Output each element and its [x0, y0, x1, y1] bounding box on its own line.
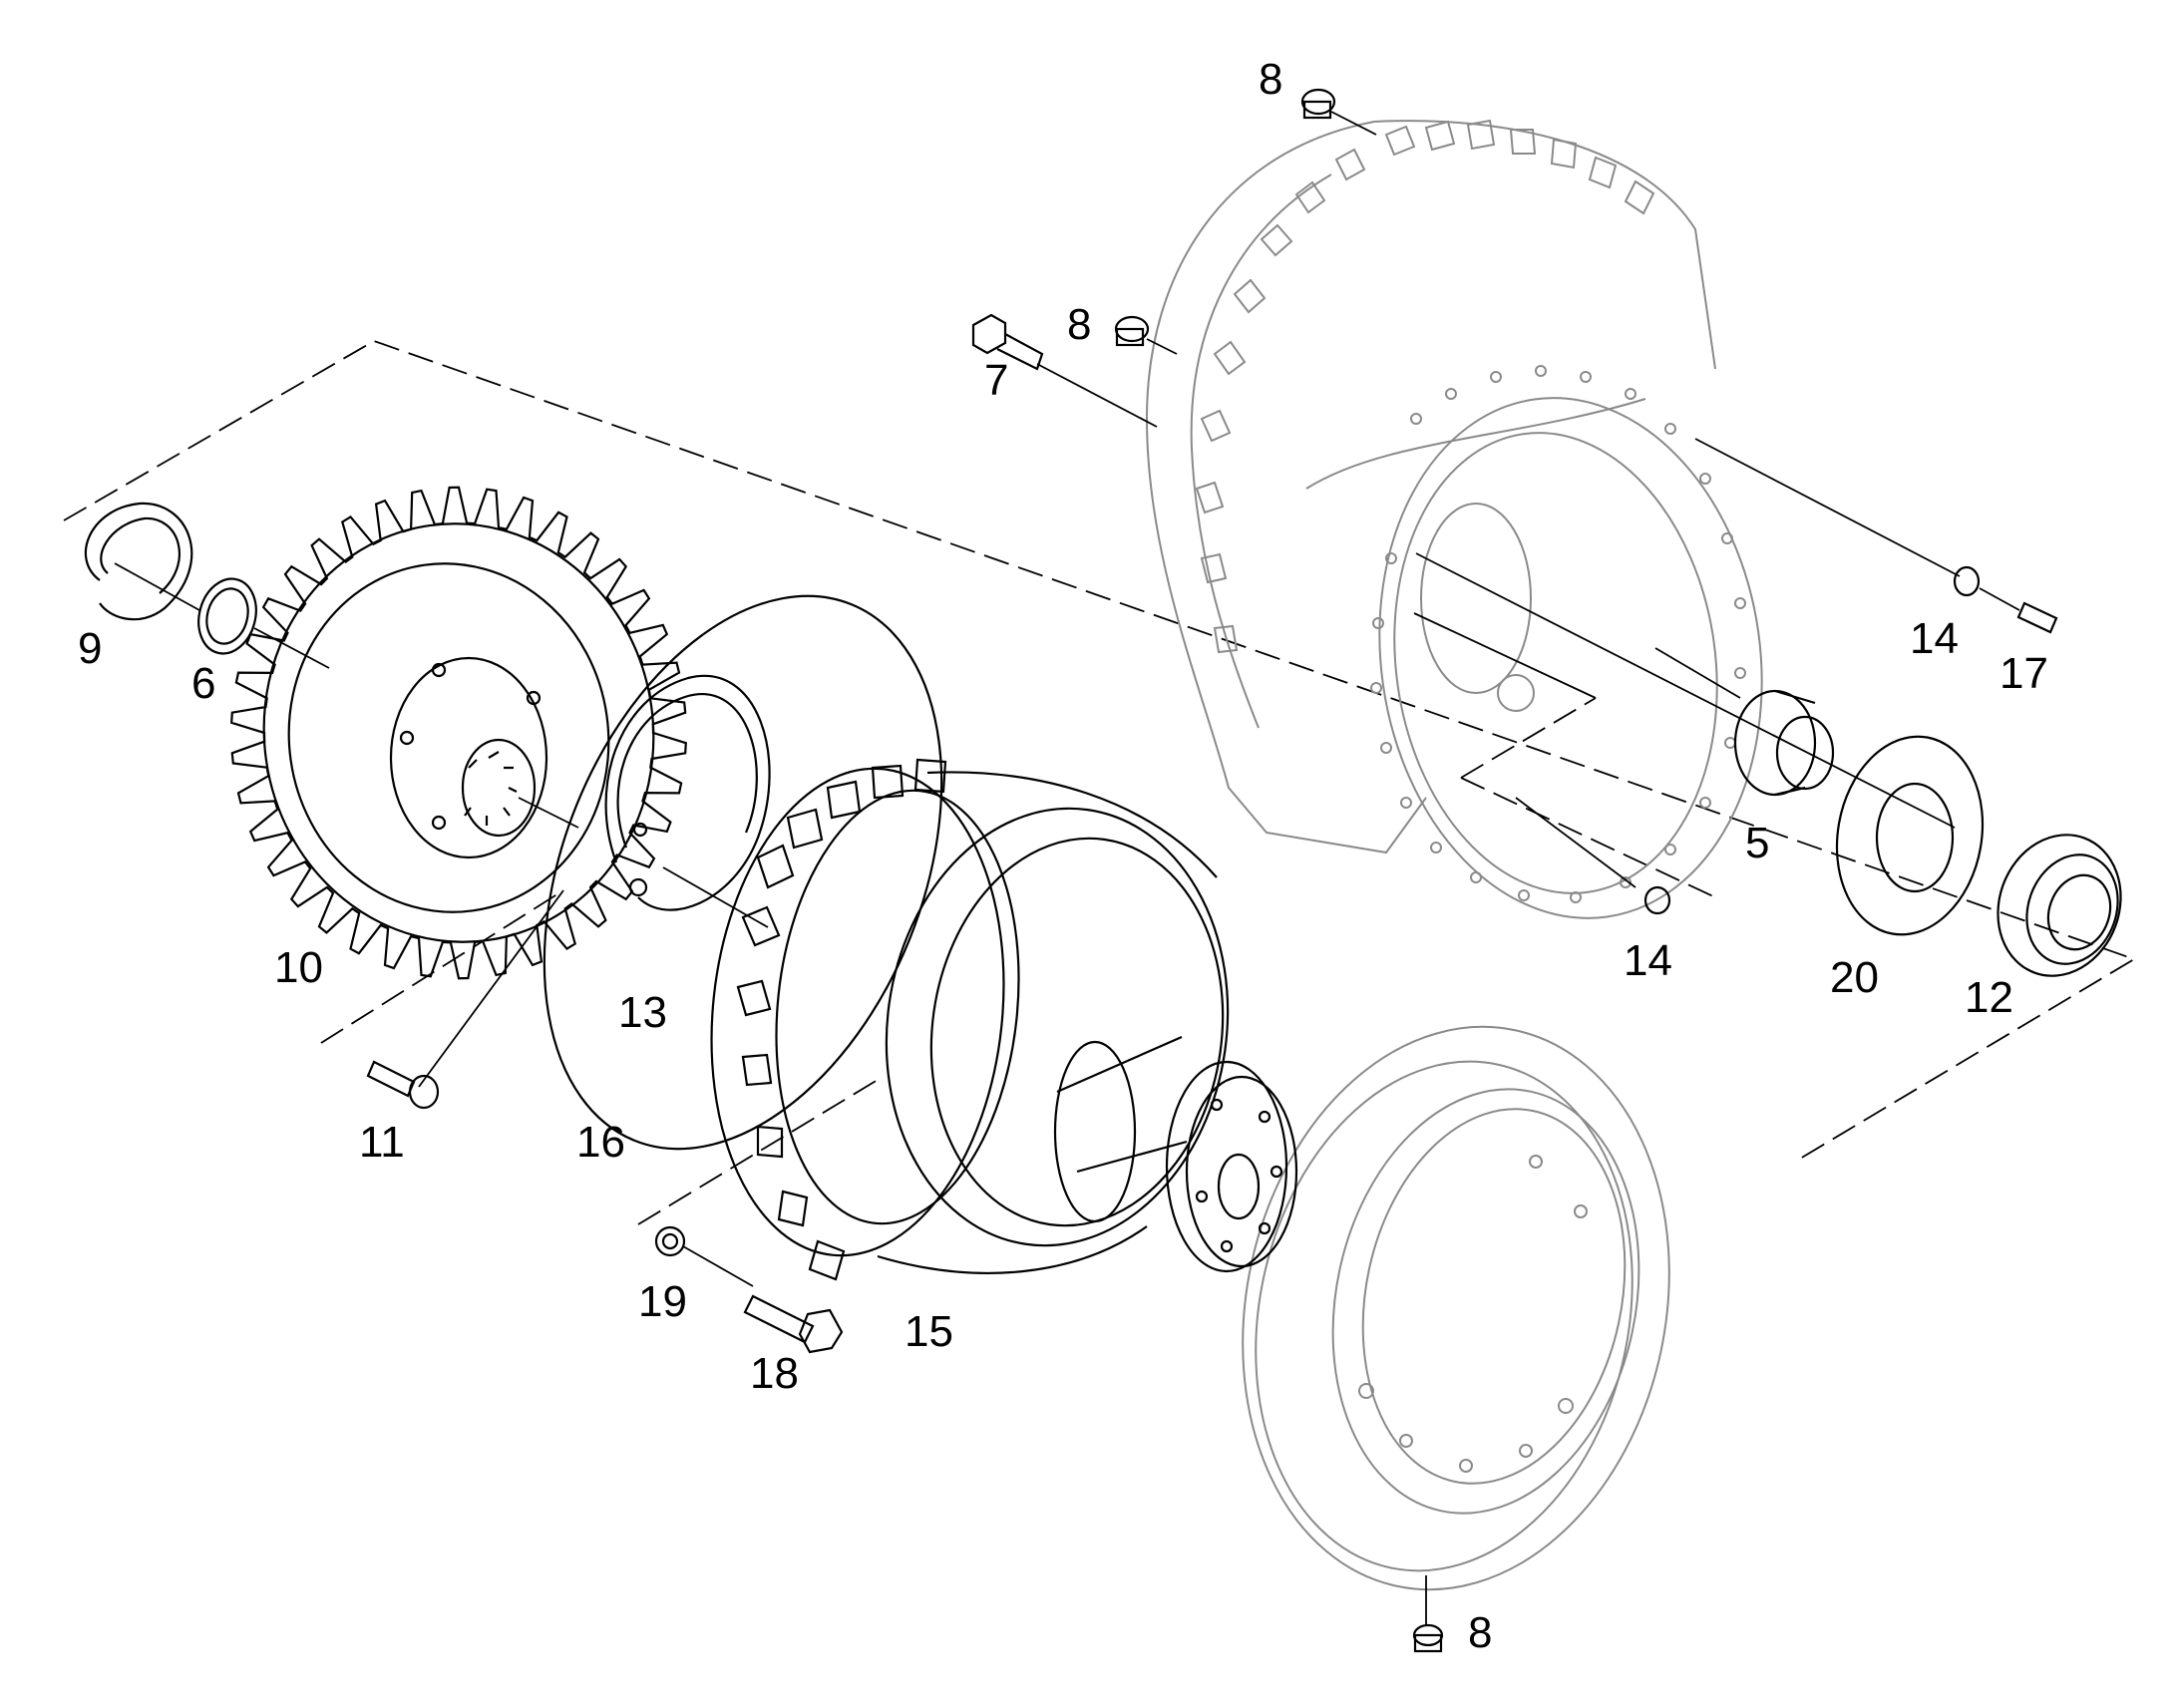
callout-9: 9 — [78, 624, 102, 673]
callout-19: 19 — [638, 1277, 687, 1326]
wheel-hub — [1242, 1025, 1670, 1591]
planet-gear — [230, 486, 687, 980]
plug-8-bottom — [1412, 1623, 1444, 1653]
planet-carrier — [710, 758, 1298, 1281]
callout-7: 7 — [984, 356, 1008, 405]
assembly-boundary-bolt-11 — [320, 889, 564, 1044]
callout-6: 6 — [191, 659, 215, 708]
housing-cooling-fins — [1195, 119, 1655, 654]
wheel-housing — [1145, 119, 1763, 919]
callout-15: 15 — [905, 1307, 953, 1356]
callout-8-mid: 8 — [1067, 300, 1091, 349]
dowel-pin-17 — [2016, 601, 2058, 634]
circlip-6 — [197, 577, 257, 655]
callout-11: 11 — [359, 1118, 405, 1167]
callout-16: 16 — [576, 1118, 625, 1167]
shim-20 — [1835, 735, 1985, 936]
housing-bolt-holes — [1370, 365, 1746, 903]
plug-8-mid — [1114, 315, 1150, 347]
o-ring-14-lower — [1643, 885, 1671, 915]
bolt-18 — [743, 1294, 844, 1354]
bearing-cup-5 — [1733, 689, 1835, 797]
lock-plate — [604, 674, 771, 911]
gear-teeth-outline — [230, 486, 687, 980]
callout-8-top: 8 — [1259, 55, 1282, 104]
bolt-11 — [366, 1060, 440, 1110]
callout-14-upper: 14 — [1910, 614, 1959, 663]
assembly-boundary-outer — [63, 340, 2137, 1163]
bearing-12 — [1997, 834, 2122, 977]
callout-17: 17 — [1999, 649, 2048, 698]
callout-13: 13 — [618, 988, 667, 1037]
callout-20: 20 — [1830, 953, 1879, 1002]
callout-10: 10 — [274, 943, 323, 992]
plug-8-top — [1300, 88, 1336, 120]
o-ring-14-upper — [1953, 565, 1981, 597]
assembly-boundary-bolt-18 — [637, 1079, 879, 1225]
callout-8-bottom: 8 — [1468, 1608, 1492, 1657]
o-ring-seal — [543, 594, 943, 1151]
callout-18: 18 — [750, 1349, 799, 1398]
callout-14-lower: 14 — [1624, 936, 1672, 985]
callout-5: 5 — [1745, 819, 1769, 867]
bolt-7 — [971, 313, 1044, 371]
circlip-9 — [84, 502, 193, 621]
output-spline — [1165, 1060, 1298, 1273]
assembly-boundary-housing — [1460, 697, 1716, 898]
carrier-fins — [736, 758, 947, 1281]
callouts: 8 8 7 9 6 10 13 11 16 19 18 15 14 17 5 1… — [78, 55, 2048, 1657]
callout-12: 12 — [1965, 973, 2013, 1022]
leader-lines — [114, 111, 2020, 1625]
washer-19 — [654, 1225, 686, 1257]
